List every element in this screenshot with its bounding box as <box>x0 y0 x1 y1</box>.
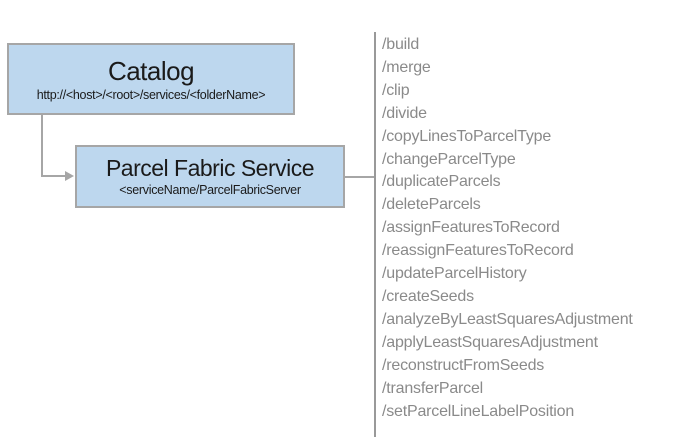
service-node: Parcel Fabric Service <serviceName/Parce… <box>75 145 345 208</box>
endpoint-item: /applyLeastSquaresAdjustment <box>382 333 598 351</box>
endpoint-item: /copyLinesToParcelType <box>382 127 552 145</box>
endpoint-item: /reconstructFromSeeds <box>382 356 545 374</box>
endpoint-item: /setParcelLineLabelPosition <box>382 402 575 420</box>
catalog-url: http://<host>/<root>/services/<folderNam… <box>36 88 266 103</box>
service-subtitle: <serviceName/ParcelFabricServer <box>119 183 301 198</box>
endpoint-item: /updateParcelHistory <box>382 265 527 283</box>
connector-catalog-horizontal-line <box>41 175 67 177</box>
endpoint-item: /divide <box>382 104 427 122</box>
arrow-right-icon <box>65 171 74 181</box>
endpoint-item: /deleteParcels <box>382 196 481 214</box>
connector-catalog-vertical-line <box>41 115 43 177</box>
endpoint-item: /transferParcel <box>382 379 484 397</box>
endpoint-divider-line <box>374 32 376 437</box>
endpoint-item: /merge <box>382 58 431 76</box>
endpoint-item: /duplicateParcels <box>382 173 501 191</box>
catalog-node: Catalog http://<host>/<root>/services/<f… <box>7 43 295 115</box>
catalog-title: Catalog <box>107 55 195 86</box>
service-title: Parcel Fabric Service <box>105 154 315 181</box>
endpoint-item: /reassignFeaturesToRecord <box>382 242 574 260</box>
endpoint-item: /assignFeaturesToRecord <box>382 219 560 237</box>
endpoint-item: /changeParcelType <box>382 150 516 168</box>
endpoint-item: /clip <box>382 81 410 99</box>
endpoint-item: /build <box>382 36 420 53</box>
connector-service-line <box>345 176 375 178</box>
endpoint-item: /createSeeds <box>382 287 474 305</box>
endpoint-item: /analyzeByLeastSquaresAdjustment <box>382 310 633 328</box>
endpoint-list: /build/merge/clip/divide/copyLinesToParc… <box>382 34 633 423</box>
